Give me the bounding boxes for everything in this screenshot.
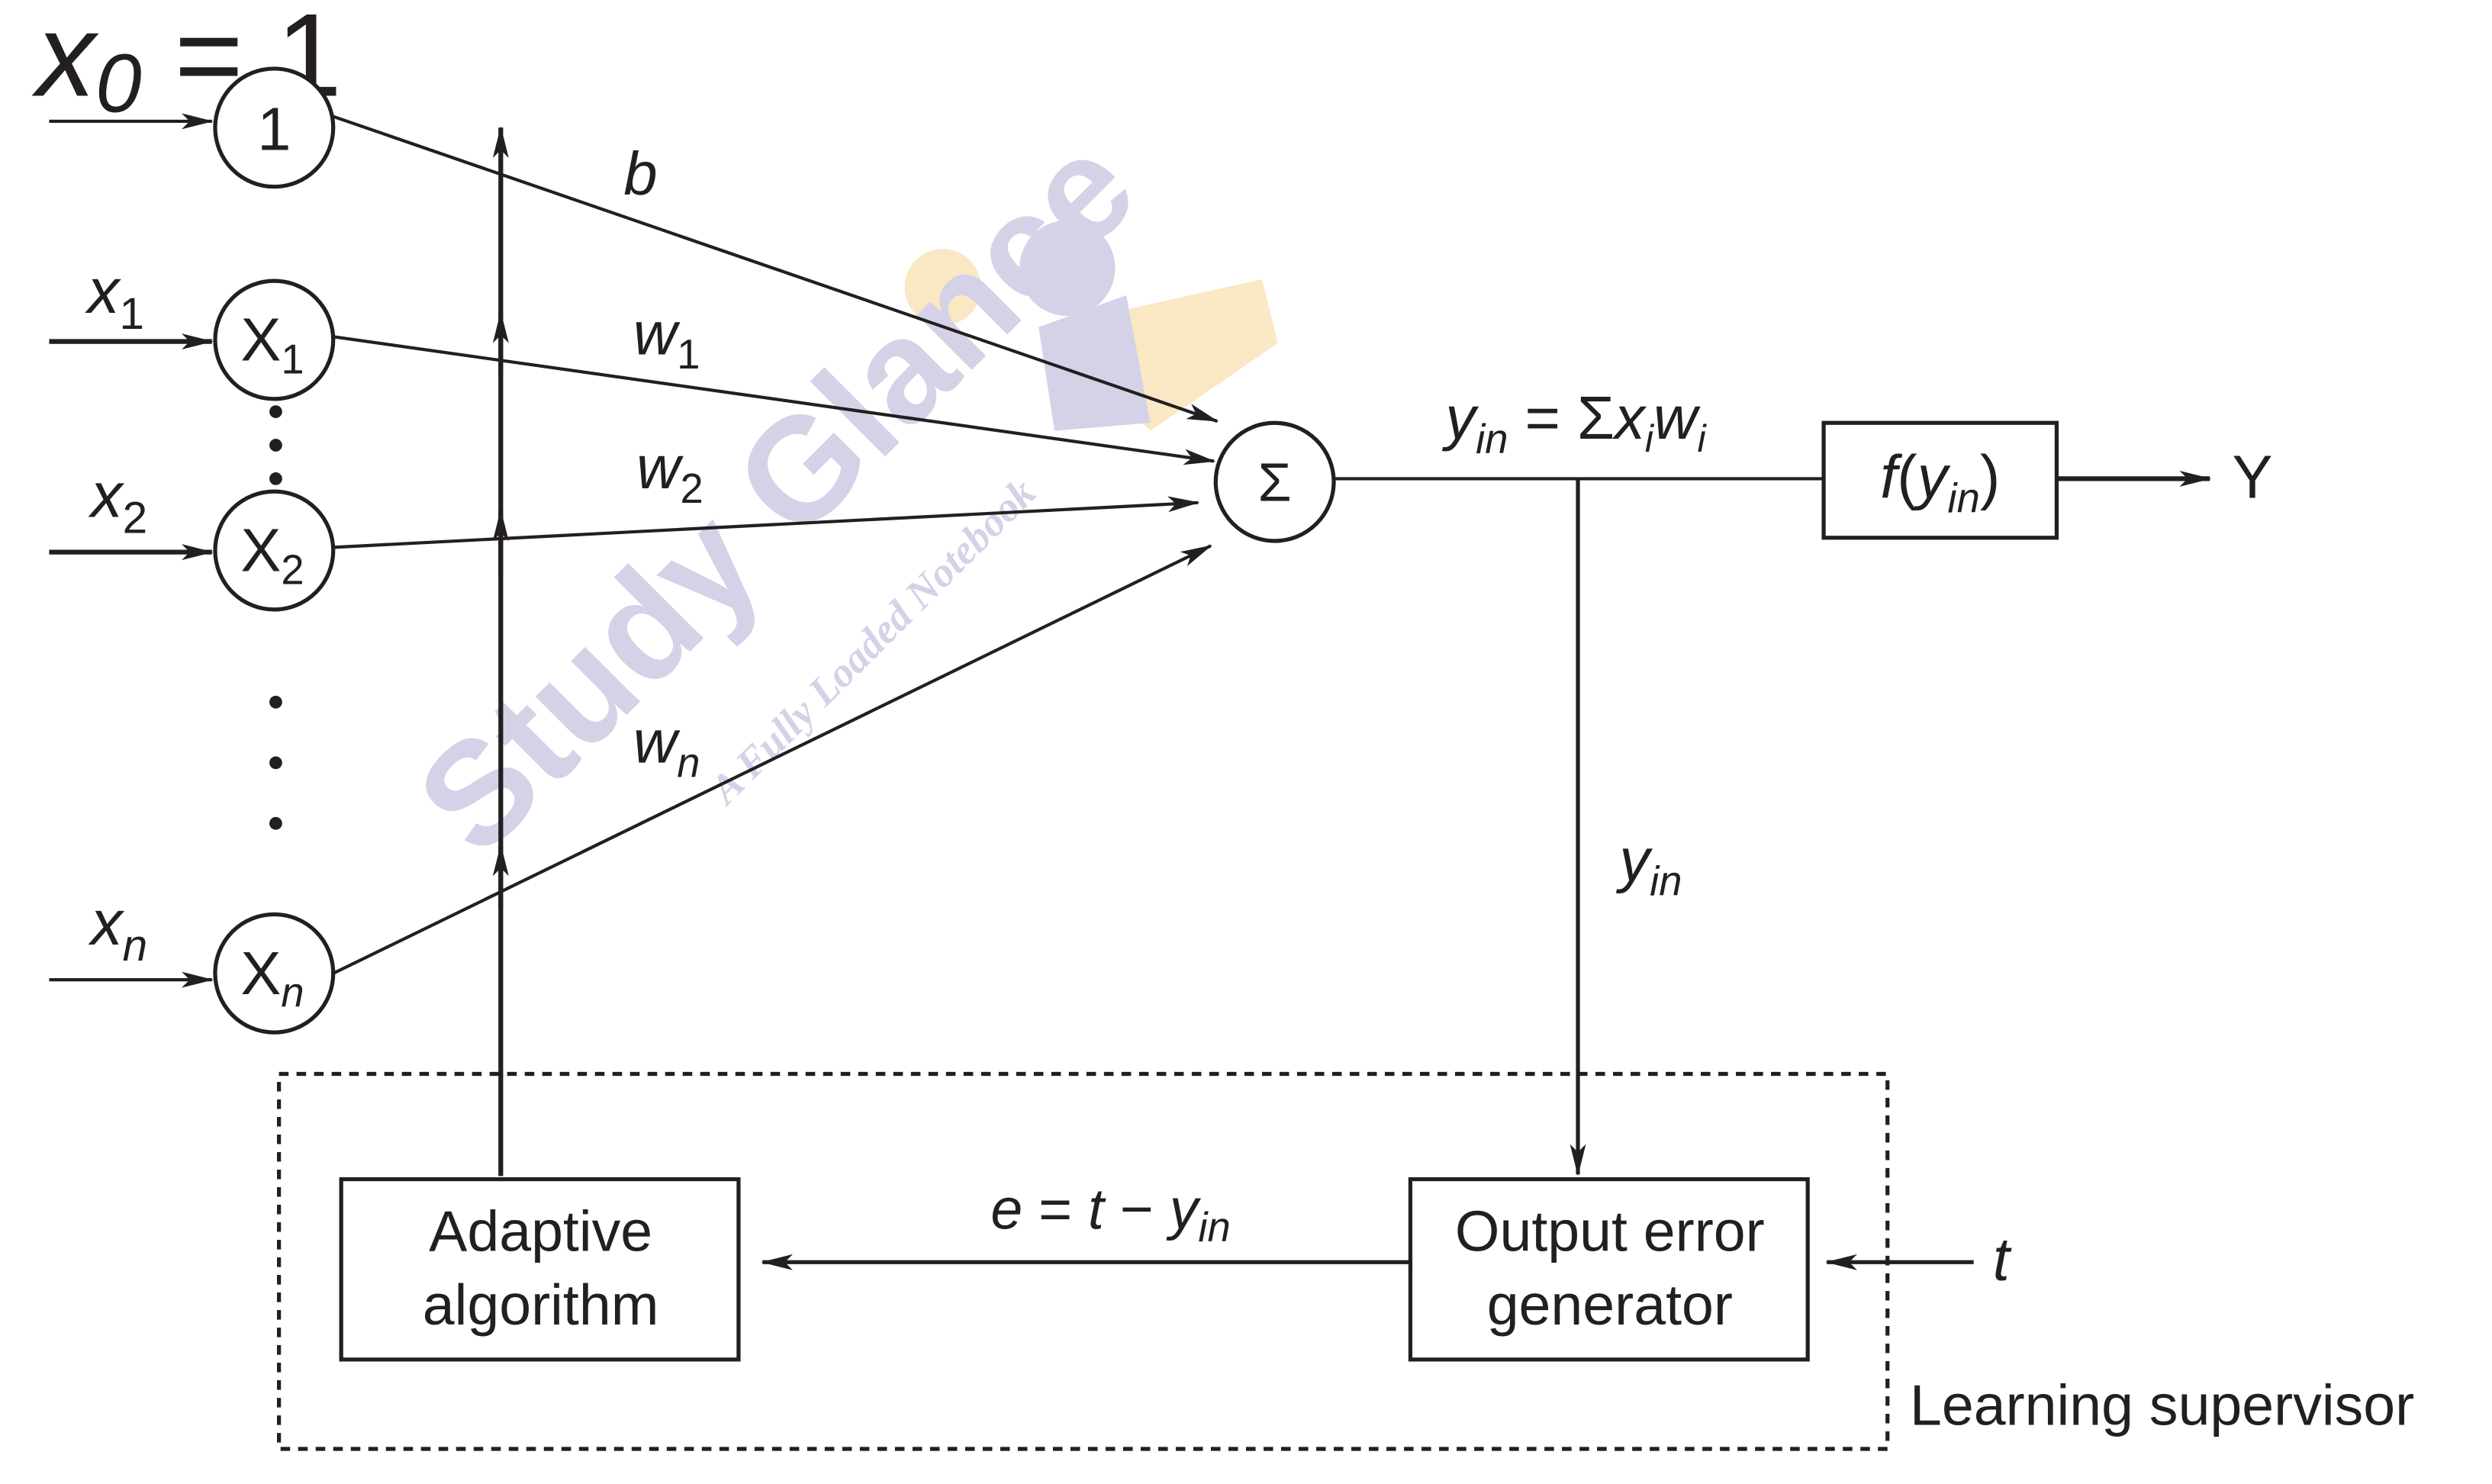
svg-text:Σ: Σ <box>1258 453 1292 513</box>
output-error-generator-block: Output error generator <box>1408 1177 1810 1362</box>
svg-text:X2: X2 <box>240 517 304 594</box>
svg-text:Output error: Output error <box>1455 1199 1765 1263</box>
ellipsis-dots <box>269 405 282 830</box>
svg-text:generator: generator <box>1487 1273 1733 1337</box>
input-node-x2: X2 <box>213 489 336 612</box>
learning-supervisor-label: Learning supervisor <box>1910 1373 2414 1437</box>
svg-text:x1: x1 <box>85 255 144 339</box>
svg-text:1: 1 <box>257 95 291 163</box>
watermark-logo: Study Glance A Fully Loaded Notebook <box>386 105 1278 884</box>
net-input-label: yin = Σxiwi <box>1441 384 1707 462</box>
weight-label-wn: wn <box>633 708 700 787</box>
input-signal-1: x1 <box>49 255 214 350</box>
input-signal-n: xn <box>49 887 214 988</box>
feedback-label: yin <box>1615 826 1682 904</box>
output-label: Y <box>2232 443 2272 511</box>
svg-text:f(yin): f(yin) <box>1880 443 2000 522</box>
svg-text:x2: x2 <box>88 459 147 543</box>
svg-text:algorithm: algorithm <box>423 1273 659 1337</box>
weight-label-w2: w2 <box>636 433 703 512</box>
weight-label-w1: w1 <box>633 299 700 378</box>
input-node-xn: Xn <box>213 912 336 1035</box>
summation-node: Σ <box>1213 420 1336 543</box>
activation-box: f(yin) <box>1821 420 2059 540</box>
error-label: e = t − yin <box>990 1177 1230 1251</box>
adaptive-algorithm-block: Adaptive algorithm <box>339 1177 741 1362</box>
input-node-x1: X1 <box>213 278 336 401</box>
input-signal-2: x2 <box>49 459 214 561</box>
svg-text:Adaptive: Adaptive <box>429 1199 652 1263</box>
input-node-bias: 1 <box>213 66 336 189</box>
target-label: t <box>1993 1225 2012 1292</box>
weight-label-b: b <box>623 140 657 208</box>
svg-text:X1: X1 <box>240 306 304 383</box>
svg-text:Xn: Xn <box>240 939 304 1016</box>
svg-text:xn: xn <box>88 887 147 971</box>
weight-connections <box>332 114 1219 975</box>
